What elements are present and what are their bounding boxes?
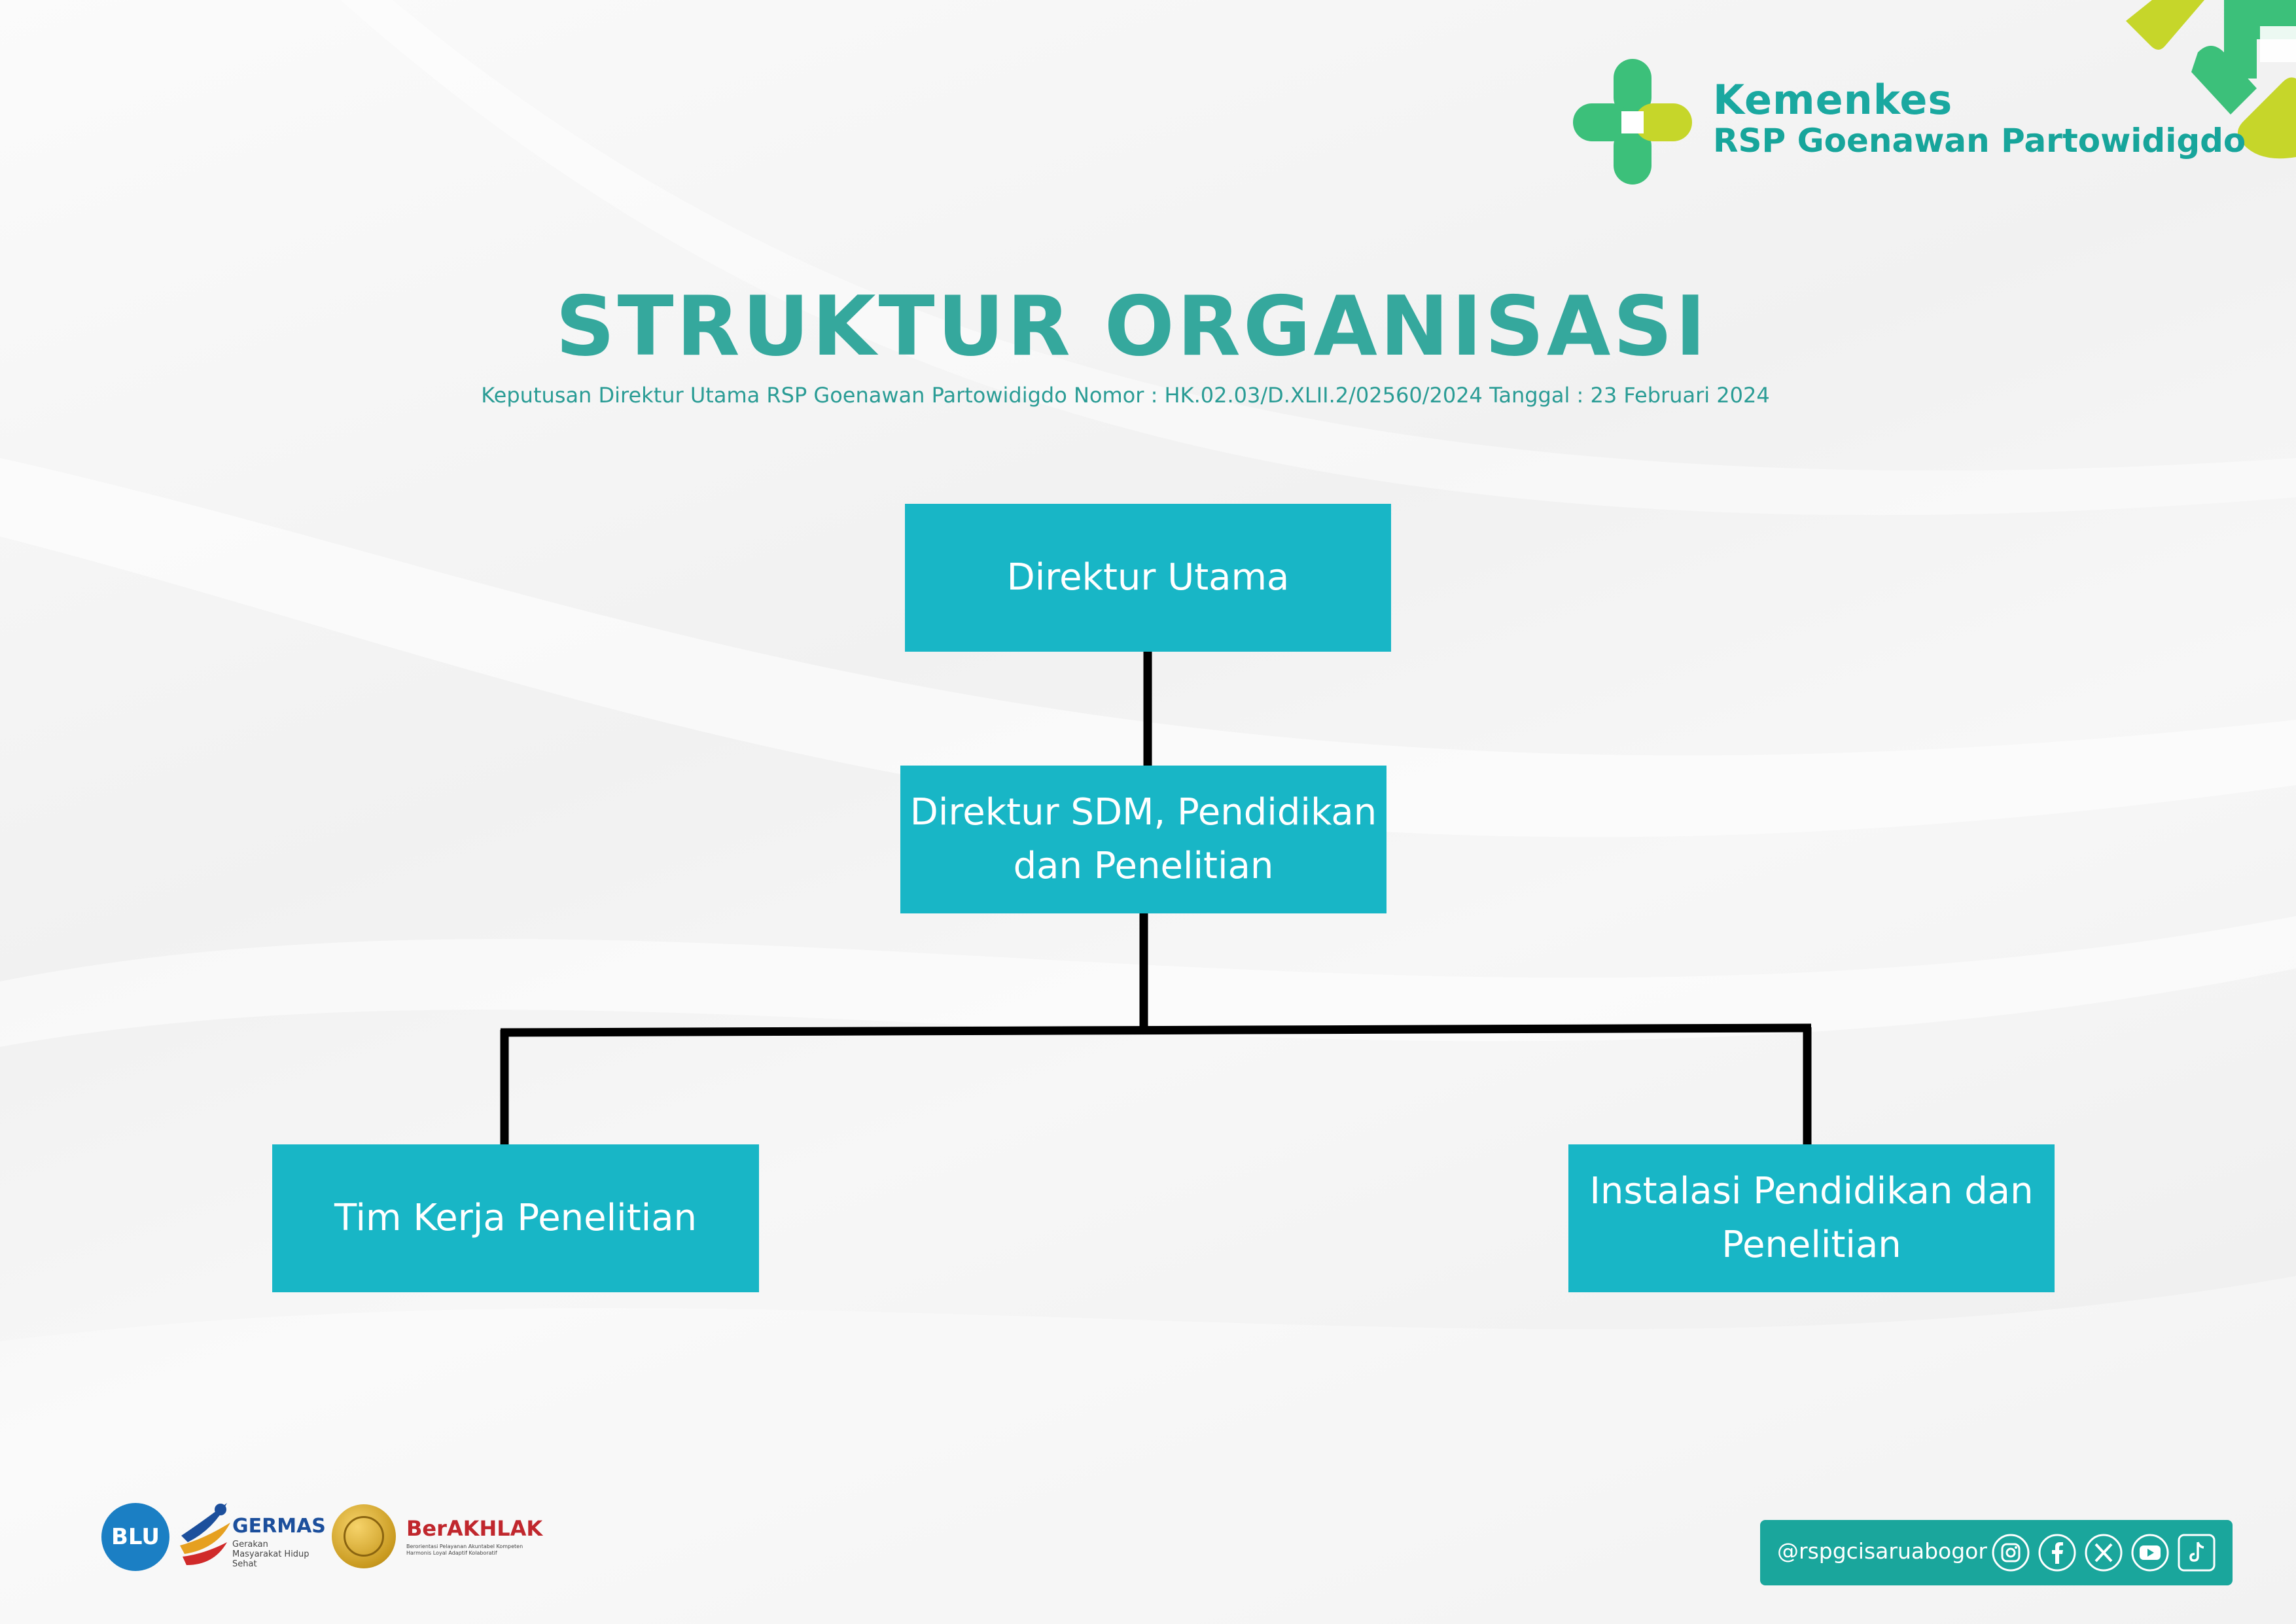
germas-logo-text: GERMAS xyxy=(232,1515,326,1538)
kemenkes-cross-icon xyxy=(1573,59,1692,185)
org-node-instalasi-pendidikan: Instalasi Pendidikan dan Penelitian xyxy=(1568,1144,2055,1292)
org-node-tim-kerja-penelitian: Tim Kerja Penelitian xyxy=(272,1144,759,1292)
berakhlak-tagline: Berorientasi Pelayanan Akuntabel Kompete… xyxy=(406,1544,523,1556)
logo-subtitle: RSP Goenawan Partowidigdo xyxy=(1713,122,2246,160)
connector-horizontal xyxy=(500,1023,1812,1037)
tiktok-icon[interactable] xyxy=(2177,1533,2216,1572)
youtube-icon[interactable] xyxy=(2130,1533,2170,1572)
page-subtitle: Keputusan Direktur Utama RSP Goenawan Pa… xyxy=(481,383,1770,408)
accreditation-seal-icon xyxy=(332,1504,396,1568)
social-media-bar: @rspgcisaruabogor xyxy=(1760,1520,2233,1585)
footer-logos: BLU GERMAS Gerakan Masyarakat Hidup Seha… xyxy=(101,1495,546,1580)
instagram-icon[interactable] xyxy=(1991,1533,2030,1572)
germas-icon xyxy=(180,1503,230,1565)
kemenkes-logo: Kemenkes RSP Goenawan Partowidigdo xyxy=(1570,56,2246,187)
logo-title: Kemenkes xyxy=(1713,76,1953,124)
corner-decoration xyxy=(2126,0,2296,159)
blu-logo: BLU xyxy=(101,1503,169,1571)
berakhlak-logo-text: BerAKHLAK xyxy=(406,1516,543,1541)
x-icon[interactable] xyxy=(2084,1533,2123,1572)
seal-inner-ring xyxy=(344,1516,384,1557)
facebook-icon[interactable] xyxy=(2038,1533,2077,1572)
org-node-direktur-sdm: Direktur SDM, Pendidikan dan Penelitian xyxy=(900,766,1386,913)
page-title: STRUKTUR ORGANISASI xyxy=(555,278,1709,374)
germas-tagline: Gerakan Masyarakat Hidup Sehat xyxy=(232,1540,309,1569)
social-handle: @rspgcisaruabogor xyxy=(1777,1538,1987,1564)
org-node-direktur-utama: Direktur Utama xyxy=(905,504,1391,652)
